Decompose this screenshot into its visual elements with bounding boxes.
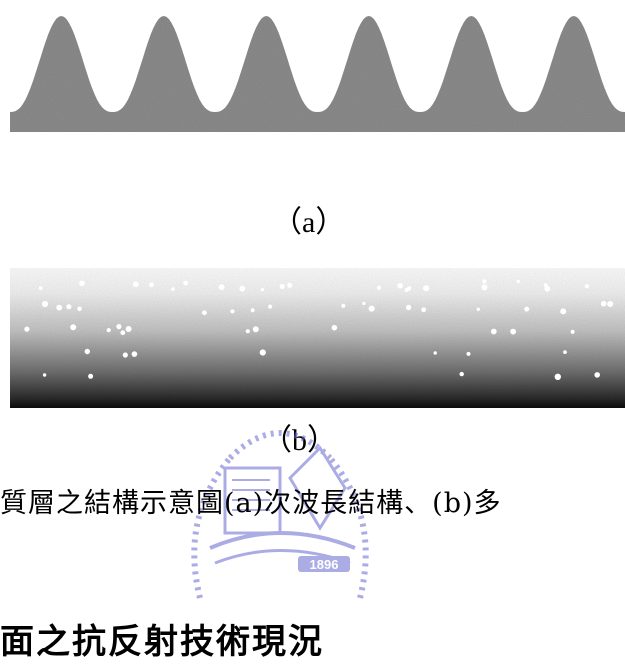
- nanoparticle-dot: [459, 371, 464, 377]
- nanoparticle-dot: [600, 300, 607, 307]
- nanoparticle-dot: [79, 280, 85, 287]
- nanoparticle-dot: [607, 301, 614, 307]
- nanoparticle-dot: [171, 287, 175, 291]
- nanoparticle-dot: [433, 351, 437, 355]
- nanoparticle-dot: [106, 328, 111, 333]
- nanoparticle-dot: [120, 330, 126, 336]
- nanoparticle-dot: [490, 328, 497, 335]
- nanoparticle-dot: [543, 283, 548, 287]
- nanoparticle-dot: [331, 324, 338, 331]
- nanoparticle-dot: [560, 308, 567, 315]
- nanoparticle-dot: [421, 307, 427, 313]
- gradient-layer: [10, 268, 625, 408]
- nanoparticle-dot: [405, 304, 412, 311]
- nanoparticle-dot: [524, 306, 530, 312]
- nanoparticle-dot: [287, 282, 293, 288]
- nanoparticle-dot: [202, 310, 207, 316]
- nanoparticle-dot: [131, 351, 138, 357]
- nanoparticle-dot: [70, 324, 77, 331]
- seal-year: 1896: [310, 557, 339, 572]
- nctu-seal-icon: 1896: [191, 430, 369, 599]
- nanoparticle-dot: [239, 285, 246, 292]
- nanoparticle-dot: [516, 279, 520, 284]
- nanoparticle-dot: [252, 326, 259, 333]
- nanoparticle-dot: [268, 304, 273, 309]
- nanoparticle-dot: [368, 305, 375, 312]
- wave-profile: [10, 16, 625, 132]
- nanoparticle-dot: [125, 326, 132, 332]
- nanoparticle-dot: [38, 286, 43, 291]
- nanoparticle-dot: [56, 304, 63, 311]
- nanoparticle-dot: [554, 373, 561, 380]
- nanoparticle-dot: [341, 303, 346, 308]
- nanoparticle-dot: [584, 284, 590, 289]
- nanoparticle-dot: [594, 372, 600, 378]
- panel-a-label: （a）: [272, 206, 346, 239]
- nanoparticle-dot: [66, 304, 72, 310]
- nanoparticle-dot: [544, 285, 551, 292]
- nanoparticle-dot: [260, 288, 265, 292]
- nanoparticle-dot: [476, 307, 480, 311]
- nanoparticle-dot: [84, 348, 91, 355]
- nanoparticle-dot: [133, 281, 139, 288]
- nanoparticle-dot: [563, 350, 567, 354]
- nanoparticle-dots: [24, 279, 614, 380]
- nanoparticle-dot: [259, 349, 266, 356]
- nanoparticle-dot: [24, 326, 30, 332]
- nanoparticle-dot: [510, 328, 516, 335]
- subwavelength-structure-figure: [10, 16, 625, 132]
- nanoparticle-dot: [250, 308, 255, 313]
- nanoparticle-dot: [423, 285, 430, 292]
- nanoparticle-dot: [42, 373, 47, 377]
- nanoparticle-dot: [77, 306, 82, 312]
- nanoparticle-dot: [122, 352, 128, 358]
- gradient-layer-figure: [10, 268, 625, 408]
- nanoparticle-dot: [376, 285, 382, 290]
- nanoparticle-dot: [466, 351, 471, 356]
- nanoparticle-dot: [218, 284, 225, 291]
- nanoparticle-dot: [245, 329, 250, 334]
- nanoparticle-dot: [362, 301, 366, 306]
- nanoparticle-dot: [183, 280, 189, 286]
- nanoparticle-dot: [407, 286, 412, 291]
- section-heading: 面之抗反射技術現況: [0, 622, 324, 662]
- nanoparticle-dot: [481, 284, 488, 291]
- nanoparticle-dot: [149, 282, 154, 288]
- nanoparticle-dot: [570, 329, 575, 334]
- nanoparticle-dot: [41, 300, 49, 308]
- nanoparticle-dot: [230, 309, 235, 314]
- nanoparticle-dot: [482, 279, 487, 284]
- nanoparticle-dot: [88, 373, 94, 379]
- figure-caption: 質層之結構示意圖(a)次波長結構、(b)多: [0, 488, 502, 519]
- nanoparticle-dot: [397, 282, 404, 289]
- nanoparticle-dot: [116, 324, 122, 330]
- nanoparticle-dot: [279, 283, 285, 289]
